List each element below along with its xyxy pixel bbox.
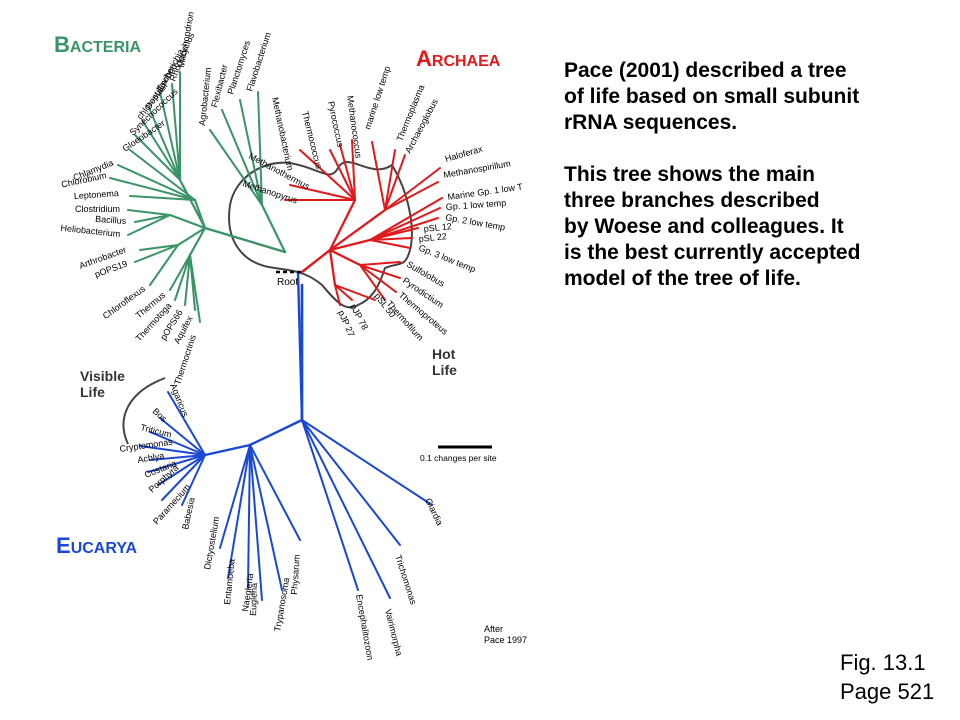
- taxon-giardia: Giardia: [423, 496, 445, 526]
- figure-number: Fig. 13.1: [840, 650, 926, 675]
- visible-life-arc: [122, 377, 166, 445]
- taxon-flavobacterium: Flavobacterium: [244, 31, 273, 93]
- bacteria-branches: [109, 71, 287, 323]
- taxon-psl-22: pSL 22: [418, 231, 447, 244]
- caption-paragraph-2: This tree shows the main three branches …: [564, 163, 861, 290]
- domain-archaea: ARCHAEA: [416, 46, 501, 71]
- taxon-bos: Bos: [151, 406, 170, 424]
- trunk: [296, 270, 304, 422]
- page-number: Page 521: [840, 679, 935, 704]
- taxon-labels: MitochondrionRhodocyclusEscherichiaDesul…: [60, 11, 524, 661]
- taxon-marine-low-temp: marine low temp: [362, 65, 392, 131]
- domain-eucarya: EUCARYA: [56, 533, 138, 558]
- taxon-trypanosoma: Trypanosoma: [272, 577, 291, 633]
- root-label: Root: [277, 277, 298, 288]
- taxon-encephalitozoon: Encephalitozoon: [354, 594, 375, 661]
- taxon-methanococcus: Methanococcus: [345, 95, 364, 159]
- taxon-euglena: Euglena: [248, 583, 259, 616]
- taxon-physarum: Physarum: [289, 554, 302, 595]
- taxon-methanobacterium: Methanobacterium: [270, 96, 295, 171]
- taxon-clostridium: Clostridium: [75, 204, 120, 214]
- taxon-bacillus: Bacillus: [95, 214, 127, 226]
- taxon-agaricus: Agaricus: [168, 382, 191, 419]
- scale-label: 0.1 changes per site: [420, 453, 497, 463]
- taxon-vairimorpha: Vairimorpha: [383, 608, 404, 657]
- taxon-dictyostelium: Dictyostelium: [202, 516, 221, 570]
- taxon-heliobacterium: Heliobacterium: [60, 223, 121, 239]
- taxon-leptonema: Leptonema: [74, 188, 120, 201]
- taxon-trichomonas: Trichomonas: [393, 554, 419, 607]
- taxon-cryptomonas: Cryptomonas: [119, 437, 174, 454]
- archaea-branches: [284, 139, 443, 306]
- caption-paragraph-1: Pace (2001) described a tree of life bas…: [564, 59, 860, 134]
- domain-bacteria: BACTERIA: [54, 32, 141, 57]
- taxon-gp-1-low-temp: Gp. 1 low temp: [445, 198, 506, 212]
- taxon-haloferax: Haloferax: [444, 144, 484, 164]
- taxon-gp-2-low-temp: Gp. 2 low temp: [445, 212, 506, 232]
- figure-reference: Fig. 13.1 Page 521: [840, 648, 934, 706]
- taxon-pyrococcus: Pyrococcus: [326, 100, 346, 148]
- taxon-achlya: Achlya: [137, 450, 165, 465]
- taxon-entamoeba: Entamoeba: [222, 558, 237, 605]
- taxon-psl-12: pSL 12: [423, 221, 452, 234]
- caption-text: Pace (2001) described a tree of life bas…: [564, 58, 954, 292]
